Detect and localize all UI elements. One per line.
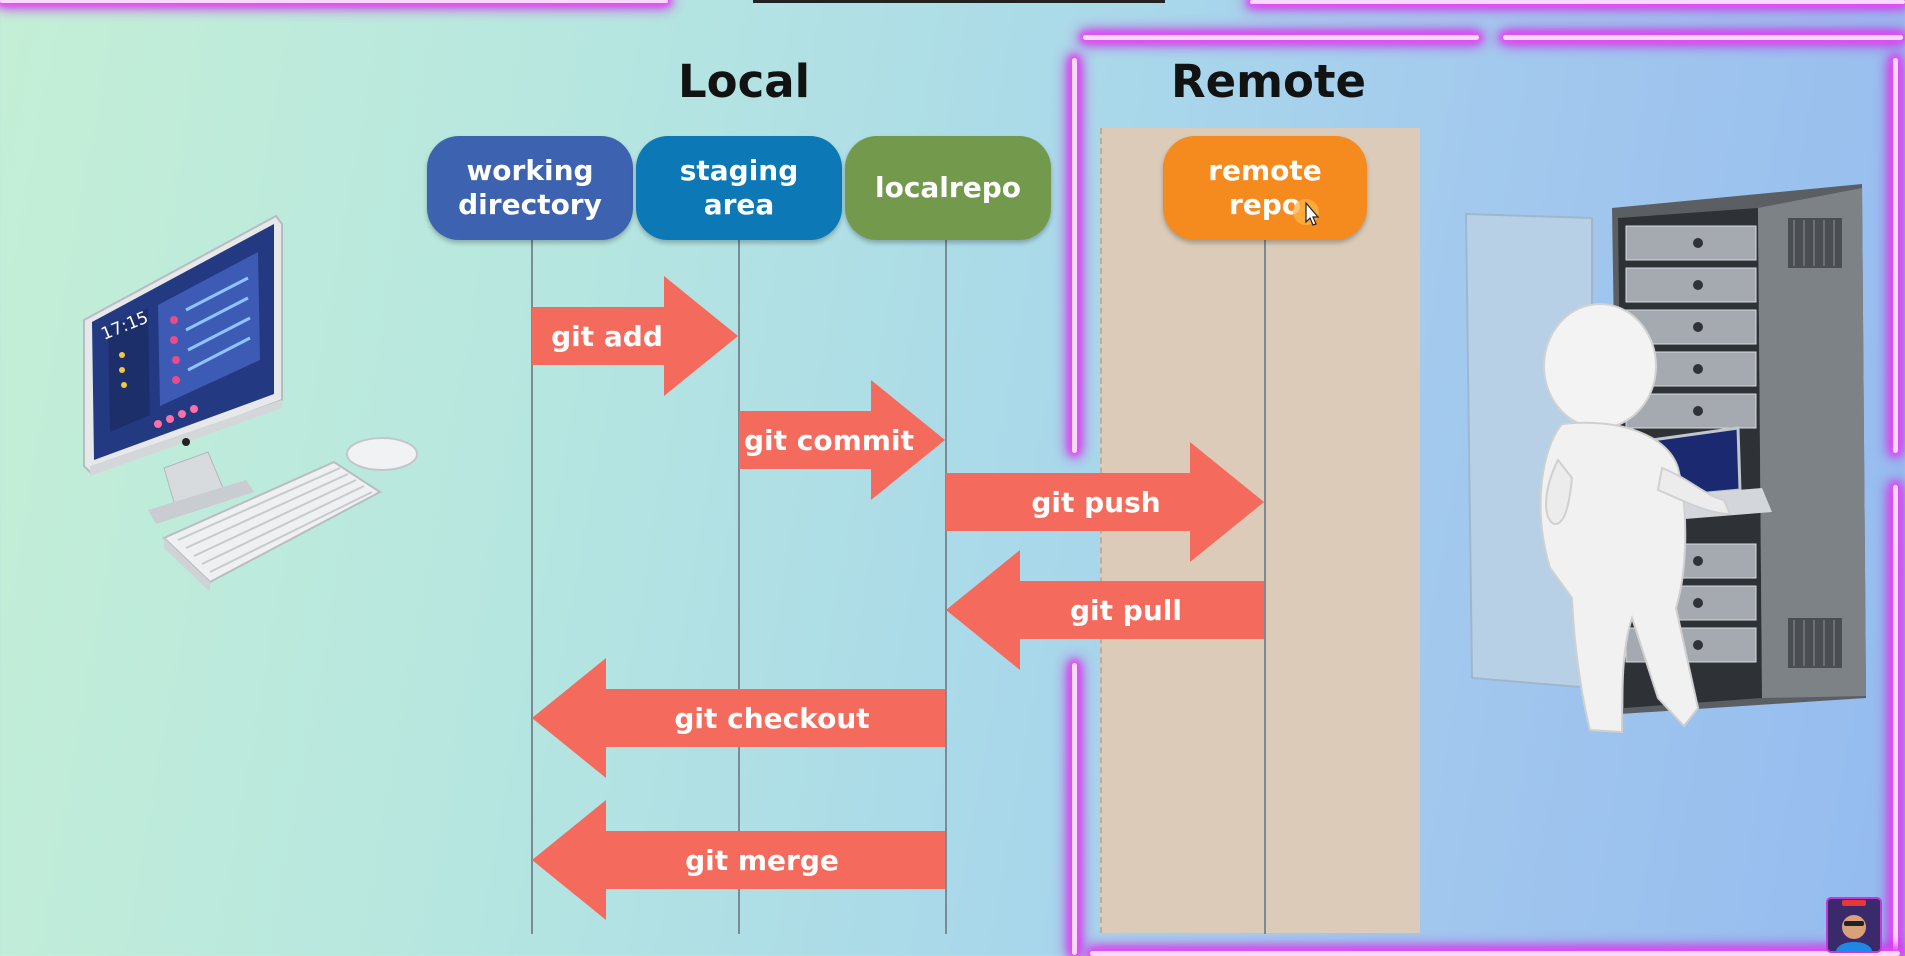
remote-repo-lifeline [1264, 238, 1266, 934]
remote-heading: Remote [1171, 55, 1367, 108]
computer-illustration: 17:15 [83, 214, 418, 592]
git-push-label: git push [1031, 485, 1161, 519]
git-add-arrow: git add [532, 276, 738, 396]
localrepo-lifeline [945, 238, 947, 934]
remote-repo-box: remote repo [1163, 136, 1367, 240]
git-checkout-arrow: git checkout [532, 658, 945, 778]
channel-avatar-icon [1826, 897, 1882, 953]
staging-area-lifeline [738, 238, 740, 934]
staging-area-label: staging area [679, 154, 799, 221]
neon-frame-remote-left-lower [1072, 663, 1077, 955]
git-commit-arrow: git commit [739, 380, 945, 500]
remote-repo-label: remote repo [1208, 154, 1322, 221]
local-heading: Local [678, 55, 811, 108]
neon-frame-remote-top-a [1083, 35, 1479, 40]
working-directory-box: working directory [427, 136, 633, 240]
git-pull-arrow: git pull [946, 550, 1264, 670]
localrepo-box: localrepo [845, 136, 1051, 240]
git-checkout-label: git checkout [674, 701, 870, 735]
neon-frame-right-upper [1893, 58, 1898, 453]
neon-frame-remote-top-b [1503, 35, 1903, 40]
server-person-illustration [1464, 184, 1866, 734]
git-pull-label: git pull [1070, 593, 1182, 627]
working-directory-label: working directory [458, 154, 602, 221]
git-push-arrow: git push [946, 442, 1264, 562]
git-merge-arrow: git merge [532, 800, 945, 920]
video-top-bar [753, 0, 1165, 3]
mouse-cursor-icon [1293, 199, 1320, 226]
neon-frame-remote-left-upper [1072, 58, 1077, 453]
localrepo-label: localrepo [874, 171, 1021, 204]
neon-frame-bottom [1090, 951, 1900, 956]
staging-area-box: staging area [636, 136, 842, 240]
neon-frame-top-left [0, 0, 668, 3]
git-add-label: git add [551, 319, 663, 353]
working-directory-lifeline [531, 238, 533, 934]
neon-frame-right-lower [1893, 485, 1898, 955]
git-merge-label: git merge [685, 843, 839, 877]
git-commit-label: git commit [744, 423, 914, 457]
neon-frame-top-right [1250, 0, 1905, 4]
